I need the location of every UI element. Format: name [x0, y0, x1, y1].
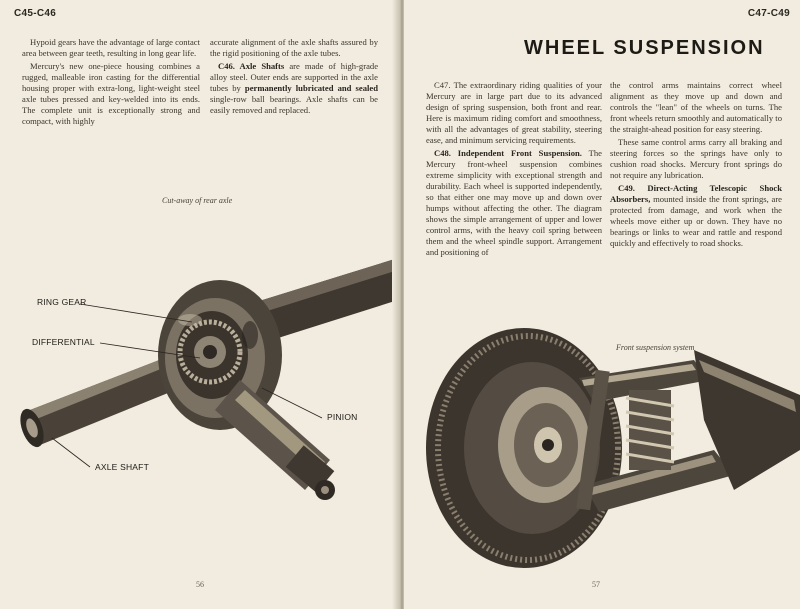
left-page-number: 56	[196, 580, 204, 589]
c48-text: The Mercury front-wheel suspension combi…	[426, 148, 602, 257]
left-col1-paragraph-2: Mercury's new one-piece housing combines…	[22, 61, 200, 126]
left-col2-paragraph-1: accurate alignment of the axle shafts as…	[210, 37, 378, 58]
right-page-number: 57	[592, 580, 600, 589]
c46-text-a: are made of high-grade alloy steel. Oute…	[210, 61, 379, 93]
left-column-1: Hypoid gears have the advantage of large…	[22, 37, 200, 129]
c46-heading: C46. Axle Shafts	[218, 61, 285, 71]
c49-text: mounted inside the front springs, are pr…	[610, 194, 782, 248]
coil-spring	[625, 390, 675, 470]
left-page: C45-C46 Hypoid gears have the advantage …	[0, 0, 398, 609]
right-running-head: C47-C49	[747, 8, 790, 19]
right-page: C47-C49 WHEEL SUSPENSION C47. The extrao…	[404, 0, 800, 609]
left-column-2: accurate alignment of the axle shafts as…	[210, 37, 378, 118]
left-running-head: C45-C46	[14, 8, 57, 19]
label-differential: DIFFERENTIAL	[32, 337, 95, 347]
front-suspension-illustration	[426, 328, 800, 568]
section-c46: C46. Axle Shafts are made of high-grade …	[210, 61, 378, 116]
c46-text-bold: permanently lubricated and sealed	[244, 83, 378, 93]
right-column-2: the control arms maintains correct wheel…	[610, 80, 782, 251]
page-title: WHEEL SUSPENSION	[524, 37, 765, 59]
rear-axle-cutaway-illustration	[20, 258, 398, 500]
front-suspension-caption: Front suspension system	[616, 343, 695, 352]
c49-heading: C49. Direct-Acting Telescopic Shock Abso…	[610, 183, 782, 204]
label-pinion: PINION	[327, 412, 358, 422]
axle-tube-left	[30, 350, 200, 445]
frame-crossmember	[694, 350, 800, 490]
right-column-1: C47. The extraordinary riding qualities …	[426, 80, 602, 260]
c46-text-b: single-row ball bearings. Axle shafts ca…	[210, 94, 378, 115]
ring-gear	[177, 319, 243, 385]
section-c48: C48. Independent Front Suspension. The M…	[426, 148, 602, 258]
left-col1-paragraph-1: Hypoid gears have the advantage of large…	[22, 37, 200, 58]
section-c47: C47. The extraordinary riding qualities …	[426, 80, 602, 145]
right-col2-paragraph-2: These same control arms carry all brakin…	[610, 137, 782, 180]
label-axle-shaft: AXLE SHAFT	[95, 462, 149, 472]
section-c49: C49. Direct-Acting Telescopic Shock Abso…	[610, 183, 782, 249]
rear-axle-caption: Cut-away of rear axle	[162, 196, 233, 205]
label-ring-gear: RING GEAR	[37, 297, 87, 307]
c48-heading: C48. Independent Front Suspension.	[434, 148, 582, 158]
right-col2-paragraph-1: the control arms maintains correct wheel…	[610, 80, 782, 134]
